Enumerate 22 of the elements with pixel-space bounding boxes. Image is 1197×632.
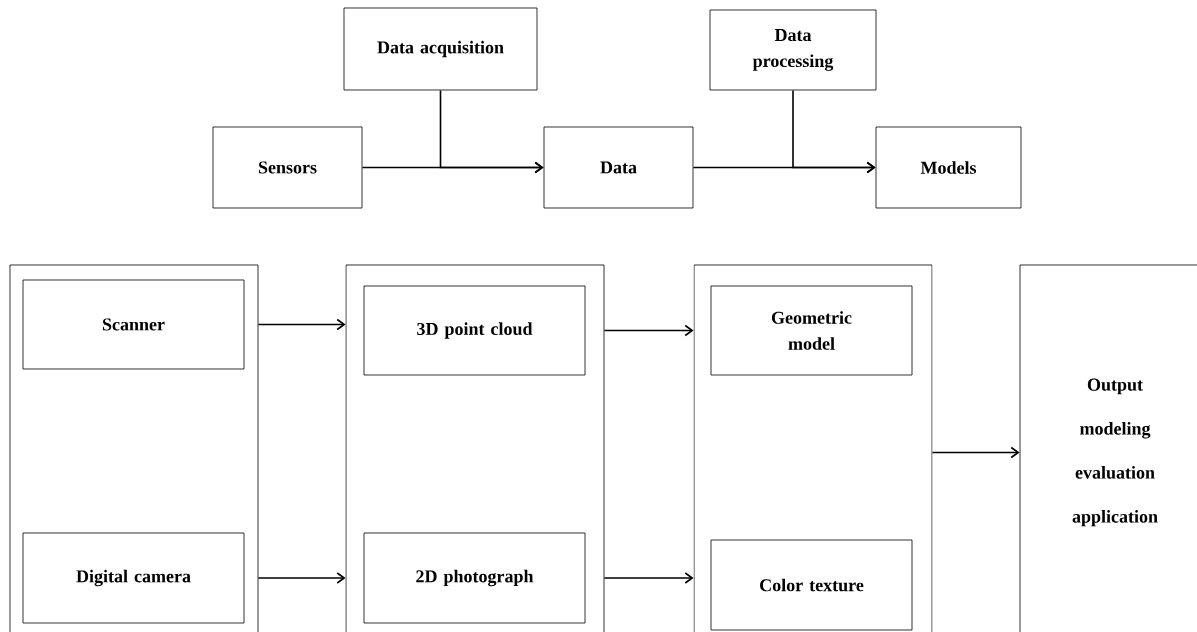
- process-box: Data: [543, 126, 694, 209]
- group-box: [345, 264, 605, 632]
- process-box: Scanner: [22, 279, 245, 370]
- arrow: [257, 318, 346, 331]
- process-box: Models: [875, 126, 1022, 209]
- group-box: [9, 264, 259, 632]
- arrow: [603, 324, 694, 337]
- process-box: Data processing: [709, 9, 877, 91]
- group-box: [693, 264, 933, 632]
- arrow: [603, 572, 694, 584]
- process-box: Digital camera: [22, 532, 245, 624]
- process-box: Color texture: [710, 539, 913, 631]
- arrow: [439, 89, 544, 174]
- process-box: Data acquisition: [343, 7, 538, 91]
- process-box: 3D point cloud: [363, 285, 586, 376]
- process-box: Sensors: [212, 126, 363, 209]
- output-box: Output modeling evaluation application: [1019, 264, 1197, 632]
- process-box: 2D photograph: [363, 532, 586, 624]
- process-box: Geometric model: [710, 285, 913, 376]
- arrow: [792, 89, 876, 174]
- arrow: [931, 446, 1020, 459]
- arrow: [257, 572, 346, 584]
